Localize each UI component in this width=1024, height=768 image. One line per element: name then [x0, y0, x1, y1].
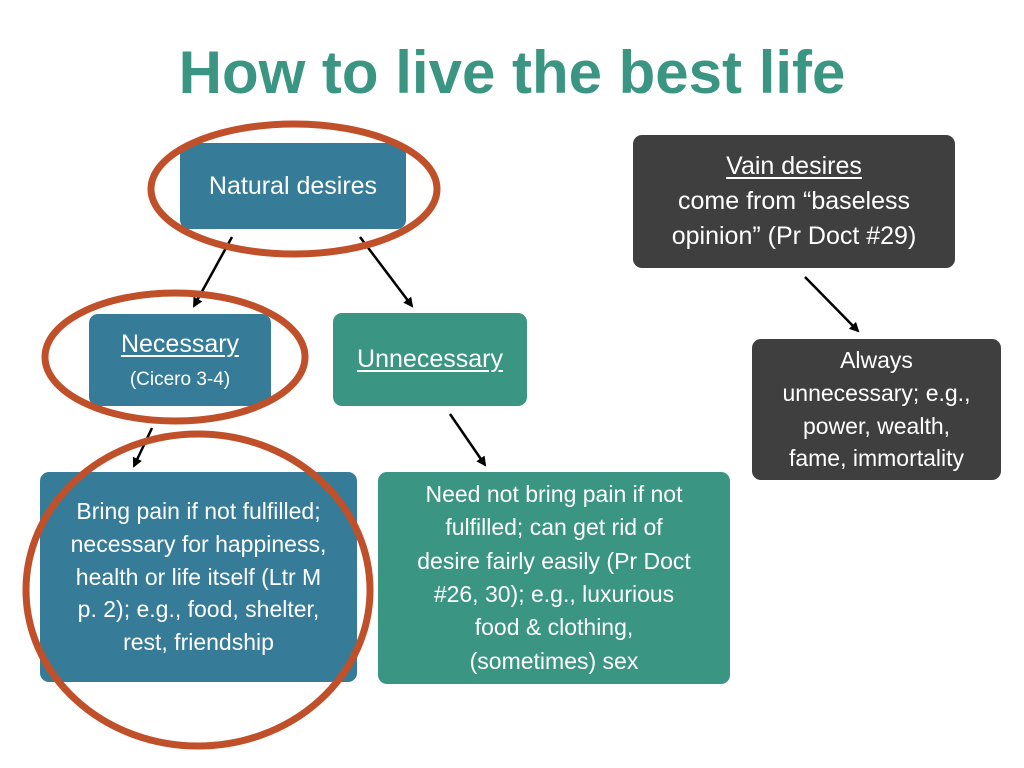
- vain-desires-text-line: come from “baseless: [677, 187, 911, 215]
- necessary-desires-description-box: Bring pain if not fulfilled; necessary f…: [40, 472, 357, 682]
- vain-desires-text-line: opinion” (Pr Doct #29): [671, 222, 917, 250]
- vain-desires-box: Vain desires come from “baseless opinion…: [633, 135, 955, 268]
- unnecessary-label: Unnecessary: [357, 345, 503, 373]
- page-title: How to live the best life: [178, 39, 846, 106]
- need-text-line: (sometimes) sex: [469, 647, 639, 674]
- vain-desires-heading: Vain desires: [726, 152, 862, 180]
- arrow-natural-to-necessary: [192, 236, 234, 308]
- arrow-vain-to-always: [804, 276, 860, 333]
- need-text-line: Need not bring pain if not: [425, 480, 683, 507]
- arrow-natural-to-unnecessary: [359, 236, 414, 308]
- bring-text-line: necessary for happiness,: [70, 531, 327, 558]
- bring-text-line: health or life itself (Ltr M: [75, 563, 322, 590]
- bring-text-line: Bring pain if not fulfilled;: [76, 498, 321, 525]
- unnecessary-box: Unnecessary: [333, 313, 527, 406]
- arrow-necessary-to-description: [132, 427, 154, 468]
- need-text-line: food & clothing,: [474, 614, 634, 641]
- unnecessary-desires-description-box: Need not bring pain if not fulfilled; ca…: [378, 472, 730, 684]
- necessary-label: Necessary: [120, 329, 240, 358]
- need-text-line: fulfilled; can get rid of: [445, 514, 663, 541]
- always-text-line: power, wealth,: [802, 412, 951, 439]
- need-text-line: desire fairly easily (Pr Doct: [417, 547, 691, 574]
- necessary-box: Necessary (Cicero 3-4): [89, 314, 271, 406]
- natural-desires-box: Natural desires: [180, 143, 406, 229]
- need-text-line: #26, 30); e.g., luxurious: [433, 581, 675, 607]
- always-text-line: unnecessary; e.g.,: [782, 379, 971, 406]
- natural-desires-label: Natural desires: [208, 171, 378, 200]
- necessary-source: (Cicero 3-4): [129, 368, 231, 390]
- arrow-unnecessary-to-description: [448, 413, 487, 467]
- bring-text-line: rest, friendship: [123, 628, 274, 655]
- always-text-line: fame, immortality: [788, 445, 965, 472]
- always-unnecessary-box: Always unnecessary; e.g., power, wealth,…: [752, 339, 1001, 480]
- bring-text-line: p. 2); e.g., food, shelter,: [77, 596, 320, 623]
- always-text-line: Always: [840, 347, 913, 374]
